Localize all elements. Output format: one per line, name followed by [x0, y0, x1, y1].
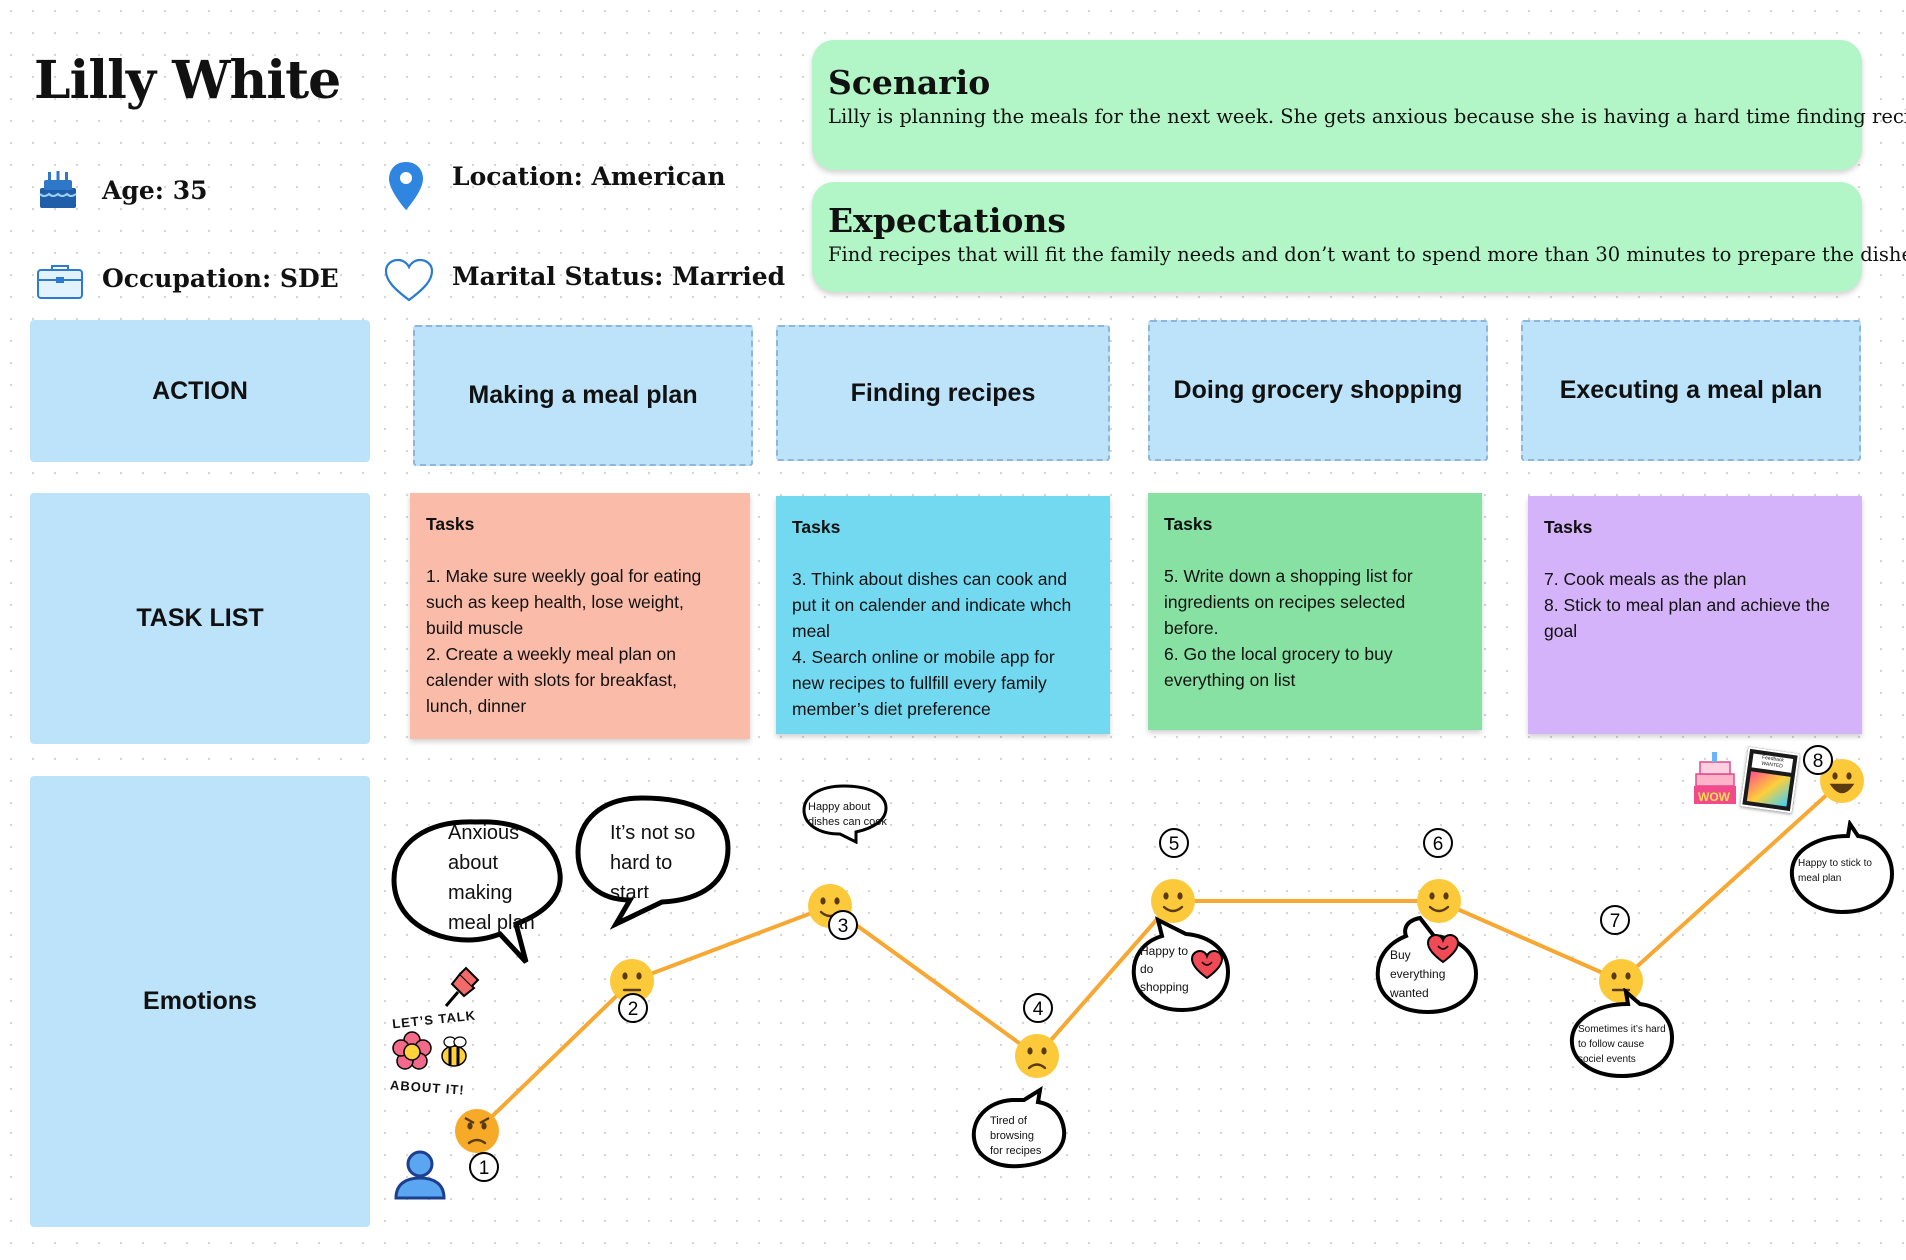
cake-icon	[36, 168, 80, 210]
bubble-text-8: Happy to stick to meal plan	[1798, 858, 1872, 884]
person-avatar-icon	[394, 1150, 446, 1200]
step-number-5: 5	[1159, 828, 1189, 858]
step-number-7: 7	[1600, 905, 1630, 935]
bubble-text-3: Happy about dishes can cook	[808, 801, 887, 828]
speech-bubble-5	[1131, 916, 1231, 1013]
step-label: 1	[479, 1158, 490, 1179]
tasks-header: Tasks	[792, 517, 841, 537]
speech-bubble-7	[1569, 988, 1675, 1079]
task-list-text: 7. Cook meals as the plan 8. Stick to me…	[1544, 569, 1831, 641]
step-number-4: 4	[1023, 993, 1053, 1023]
heart-sticker-icon	[1190, 950, 1224, 980]
wow-cake-sticker	[1694, 752, 1736, 804]
briefcase-icon	[36, 262, 84, 300]
step-number-8: 8	[1803, 745, 1833, 775]
task-sticky-4: Tasks 7. Cook meals as the plan 8. Stick…	[1528, 496, 1862, 734]
emotion-point-8	[1820, 759, 1864, 803]
speech-bubble-2	[575, 795, 731, 930]
step-label: 7	[1610, 911, 1621, 932]
emotion-line	[475, 779, 1844, 1133]
bubble-text-4: Tired of browsing for recipes	[990, 1115, 1042, 1157]
row-label-task-list: TASK LIST	[30, 493, 370, 744]
scenario-text: Lilly is planning the meals for the next…	[828, 105, 1906, 128]
bubble-text-2: It’s not so hard to start	[610, 822, 696, 898]
step-label: 8	[1813, 751, 1824, 772]
marital-text: Marital Status: Married	[452, 262, 786, 291]
occupation-text: Occupation: SDE	[102, 264, 339, 293]
scenario-card: Scenario Lilly is planning the meals for…	[812, 40, 1906, 170]
emotion-point-6	[1417, 879, 1461, 923]
expectations-text: Find recipes that will fit the family ne…	[828, 243, 1906, 266]
feedback-text: Feedback WANTED	[1751, 753, 1794, 773]
wow-text: WOW	[1698, 790, 1730, 804]
bubble-text-6: Buy everything wanted	[1390, 948, 1446, 1000]
feedback-wanted-sticker: Feedback WANTED	[1740, 746, 1800, 814]
step-number-2: 2	[618, 993, 648, 1023]
pushpin-icon	[444, 966, 480, 1007]
row-label-action: ACTION	[30, 320, 370, 462]
row-label-emotions: Emotions	[30, 776, 370, 1227]
stage-card-4: Executing a meal plan	[1521, 320, 1861, 461]
speech-bubble-4	[971, 1086, 1067, 1169]
location-text: Location: American	[452, 162, 726, 191]
task-sticky-2: Tasks 3. Think about dishes can cook and…	[776, 496, 1110, 734]
tasks-header: Tasks	[426, 514, 475, 534]
emotion-point-7	[1599, 959, 1643, 1003]
expectations-title: Expectations	[828, 201, 1066, 240]
heart-sticker-icon	[1426, 934, 1460, 964]
speech-bubble-3	[802, 784, 888, 844]
tasks-header: Tasks	[1164, 514, 1213, 534]
heart-outline-icon	[383, 258, 435, 304]
step-number-6: 6	[1423, 828, 1453, 858]
bubble-text-1: Anxious about making meal plan	[448, 822, 535, 934]
emotion-point-5	[1151, 879, 1195, 923]
tasks-header: Tasks	[1544, 517, 1593, 537]
step-number-3: 3	[828, 910, 858, 940]
expectations-card: Expectations Find recipes that will fit …	[812, 182, 1906, 292]
age-text: Age: 35	[102, 176, 208, 205]
step-label: 2	[628, 999, 639, 1020]
step-label: 4	[1033, 999, 1044, 1020]
task-sticky-1: Tasks 1. Make sure weekly goal for eatin…	[410, 493, 750, 739]
task-list-text: 1. Make sure weekly goal for eating such…	[426, 566, 702, 716]
emotion-point-1	[455, 1109, 499, 1153]
bubble-text-7: Sometimes it’s hard to follow cause soci…	[1578, 1024, 1666, 1065]
emotion-point-2	[610, 959, 654, 1003]
task-sticky-3: Tasks 5. Write down a shopping list for …	[1148, 493, 1482, 730]
emotion-point-4	[1015, 1034, 1059, 1078]
task-list-text: 5. Write down a shopping list for ingred…	[1164, 566, 1413, 690]
step-label: 3	[838, 916, 849, 937]
stage-card-3: Doing grocery shopping	[1148, 320, 1488, 461]
stage-card-2: Finding recipes	[776, 325, 1110, 461]
step-number-1: 1	[469, 1152, 499, 1182]
step-label: 6	[1433, 834, 1444, 855]
stage-card-1: Making a meal plan	[413, 325, 753, 466]
task-list-text: 3. Think about dishes can cook and put i…	[792, 569, 1072, 719]
scenario-title: Scenario	[828, 63, 991, 102]
bubble-text-5: Happy to do shopping	[1140, 944, 1189, 994]
step-label: 5	[1169, 834, 1180, 855]
flower-bee-sticker	[392, 1031, 467, 1070]
speech-bubble-8	[1789, 820, 1895, 915]
persona-name: Lilly White	[34, 50, 341, 111]
speech-bubble-1	[391, 819, 563, 964]
location-pin-icon	[386, 160, 426, 214]
